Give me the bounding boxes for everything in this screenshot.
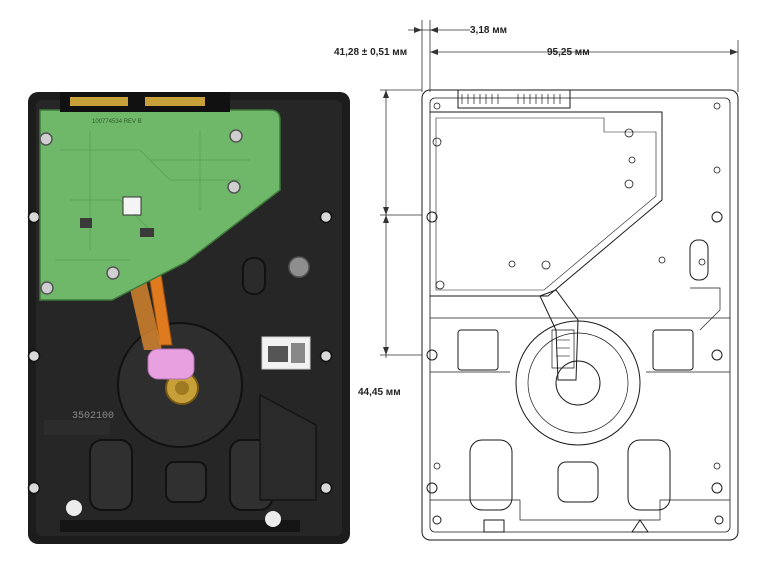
arrow <box>383 347 389 355</box>
drawing-mount-hole <box>426 482 438 494</box>
dimension-arrows <box>383 27 738 355</box>
pcb-part-number: 100774534 REV B <box>92 119 142 125</box>
drawing-mount-hole <box>711 211 723 223</box>
serial-sticker <box>261 336 311 370</box>
arrow <box>383 90 389 98</box>
sata-connector-pins <box>70 97 205 106</box>
chassis-recess <box>242 257 266 295</box>
drawing-mount-hole <box>426 211 438 223</box>
drawing-side-recess <box>652 329 694 371</box>
barcode <box>268 346 288 362</box>
mount-hole <box>319 210 333 224</box>
arrow <box>414 27 422 33</box>
mount-hole <box>319 481 333 495</box>
pcb-screw <box>227 180 241 194</box>
chassis-ridge <box>44 420 110 435</box>
drawing-connector <box>457 90 571 109</box>
drawing-mount-hole <box>711 482 723 494</box>
drawing-motor-center <box>555 360 601 406</box>
drawing-motor-outline <box>515 320 641 446</box>
drawing-bottom-rail <box>430 499 730 521</box>
pcb-chip <box>140 228 154 237</box>
drawing-mount-hole <box>711 349 723 361</box>
mount-hole <box>27 210 41 224</box>
pcb-screw <box>229 129 243 143</box>
barcode <box>291 343 305 363</box>
dim-label-width: 95,25 мм <box>547 47 590 58</box>
drawing-lower-recess <box>627 439 671 511</box>
hdd-technical-drawing <box>380 20 739 541</box>
drawing-bottom-tab <box>483 519 505 533</box>
chassis-recess <box>89 439 133 511</box>
arrow <box>383 207 389 215</box>
dimension-lines <box>380 20 739 358</box>
pcb-traces <box>55 130 250 261</box>
drawing-mount-hole <box>714 515 724 525</box>
pcb-screws <box>39 129 243 295</box>
dim-label-spacing: 44,45 мм <box>358 387 401 398</box>
arrow <box>383 215 389 223</box>
hdd-photo: 3502100 100774534 REV B <box>27 92 350 544</box>
mount-hole <box>27 481 41 495</box>
bottom-rail <box>60 520 300 532</box>
drawing-flex-lines <box>556 339 570 357</box>
mount-hole <box>319 349 333 363</box>
sata-data-pins <box>70 97 128 106</box>
drawing-bracket <box>690 287 721 331</box>
sata-power-pins <box>145 97 205 106</box>
arrow <box>730 49 738 55</box>
drawing-mount-hole <box>426 349 438 361</box>
drawing-recess <box>689 239 709 281</box>
drawing-outline <box>421 89 739 541</box>
chassis-recess <box>165 461 207 503</box>
dim-label-tolerance: 41,28 ± 0,51 мм <box>334 47 407 58</box>
arrow <box>430 49 438 55</box>
motor-pad-center <box>175 381 189 395</box>
pcb-board <box>39 109 281 301</box>
arrow <box>430 27 438 33</box>
drawing-mount-holes <box>426 211 724 525</box>
pcb-screw <box>39 132 53 146</box>
drawing-motor-ring <box>527 332 629 434</box>
drawing-pcb-outline <box>430 111 663 297</box>
drawing-inner-outline <box>429 97 731 533</box>
drawing-connector-pins <box>461 94 561 104</box>
drawing-bottom-notch <box>631 519 649 533</box>
mount-hole <box>27 349 41 363</box>
pcb-screw <box>106 266 120 280</box>
pcb-screw <box>40 281 54 295</box>
drawing-lower-recess <box>469 439 513 511</box>
pcb-chip <box>80 218 92 228</box>
drawing-pcb-screws <box>432 102 721 470</box>
drawing-pcb-inner <box>435 117 657 291</box>
breather-hole <box>288 256 310 278</box>
dim-label-offset: 3,18 мм <box>470 25 507 36</box>
drawing-side-recess <box>457 329 499 371</box>
bottom-screw-hole <box>265 511 281 527</box>
bottom-screw-hole <box>66 500 82 516</box>
side-mount-holes <box>27 210 333 495</box>
drawing-lower-recess <box>557 461 599 503</box>
drawing-mount-hole <box>432 515 442 525</box>
flex-cable-segment <box>128 280 162 350</box>
pcb-qr-label <box>122 196 142 216</box>
chassis-ridge <box>259 393 317 501</box>
drawing-flex-cable <box>539 289 579 381</box>
housing-mark: 3502100 <box>72 411 114 422</box>
foam-pad <box>147 348 195 380</box>
drawing-flex-connector <box>551 329 575 369</box>
